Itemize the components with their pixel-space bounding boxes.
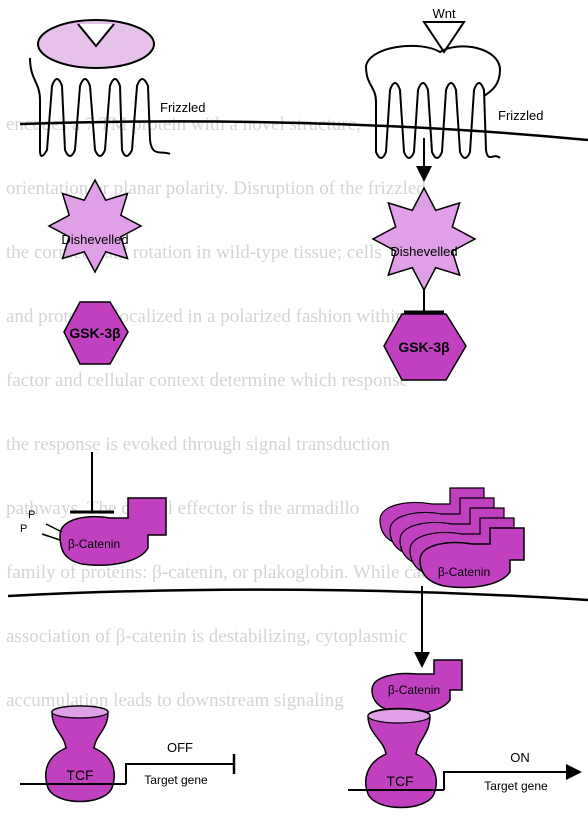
dishevelled-label-right: Dishevelled	[390, 244, 457, 259]
ligand-pocket-left	[77, 23, 115, 48]
tcf-label-right: TCF	[386, 773, 413, 789]
phospho-label-2: P	[20, 523, 27, 535]
gsk3b-shape-right	[383, 313, 467, 381]
background-text-line: association of β-catenin is destabilizin…	[6, 626, 407, 647]
tcf-top-rim-right	[367, 708, 431, 724]
gene-promoter-off	[125, 763, 234, 784]
dishevelled-shape-right	[371, 186, 477, 292]
tcf-top-rim-left	[51, 705, 109, 719]
beta-catenin-stack-label: β-Catenin	[438, 565, 490, 579]
beta-catenin-shape-left	[59, 497, 167, 566]
tcf-label-left: TCF	[66, 767, 93, 783]
gsk3b-label-right: GSK-3β	[398, 339, 450, 355]
background-text-line: encodes a 7 TM protein with a novel stru…	[6, 114, 361, 135]
plasma-membrane-line	[19, 120, 588, 142]
beta-catenin-stack: β-Catenin	[379, 487, 525, 589]
background-text-line: family of proteins: β-catenin, or plakog…	[6, 562, 470, 583]
background-text-line: the response is evoked through signal tr…	[6, 434, 391, 455]
gsk3b-label-left: GSK-3β	[69, 325, 121, 341]
nuclear-membrane-line	[7, 588, 588, 602]
background-text-line: orientation or planar polarity. Disrupti…	[6, 178, 426, 199]
beta-catenin-label-left: β-Catenin	[68, 537, 120, 551]
gene-promoter-on	[443, 764, 582, 790]
frizzled-label-right: Frizzled	[498, 108, 544, 123]
tcf-shape-left	[45, 705, 115, 803]
background-text-line: pathways. The central effector is the ar…	[6, 498, 359, 519]
background-text-line: and protein is localized in a polarized …	[6, 306, 405, 327]
wnt-label: Wnt	[432, 6, 456, 21]
beta-catenin-stack-front	[419, 527, 525, 589]
frizzled-extracellular-arc-right	[365, 44, 502, 97]
wnt-ligand-triangle	[422, 21, 466, 54]
target-gene-label-right: Target gene	[484, 779, 548, 793]
target-gene-label-left: Target gene	[144, 773, 208, 787]
phospho-label-1: P	[28, 509, 35, 521]
beta-catenin-shape-nuclear	[371, 659, 463, 715]
off-label: OFF	[167, 740, 193, 755]
on-label: ON	[510, 750, 530, 765]
left-pathway: Frizzled Dishevelled GSK-3β β-Catenin P …	[20, 19, 236, 803]
phospho-line-1	[45, 523, 63, 533]
beta-catenin-label-nuclear: β-Catenin	[388, 683, 440, 697]
frizzled-transmembrane-loops-left	[29, 57, 171, 157]
gsk3b-shape-left	[63, 301, 129, 365]
dishevelled-shape-left	[47, 178, 143, 274]
right-pathway: Wnt Frizzled Dishevelled GSK-3β β-Cateni…	[348, 6, 582, 809]
background-text-line: factor and cellular context determine wh…	[6, 370, 408, 391]
phospho-line-2	[41, 533, 61, 541]
frizzled-transmembrane-loops-right	[365, 65, 501, 159]
frizzled-label-left: Frizzled	[160, 100, 206, 115]
dishevelled-label-left: Dishevelled	[61, 232, 128, 247]
